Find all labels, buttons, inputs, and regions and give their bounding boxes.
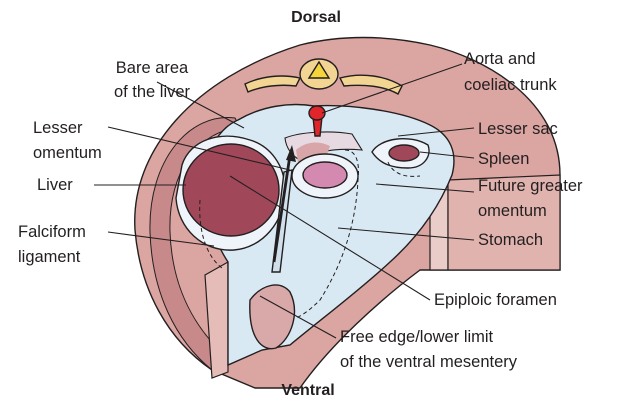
falciform-label-line2: ligament [18,248,81,266]
lesser-sac-label: Lesser sac [478,120,558,138]
future-greater-omentum-label-line2: omentum [478,202,547,220]
spleen [389,145,419,161]
lesser-omentum-label: Lesser [33,119,83,137]
bare-area-label: Bare area [116,59,189,77]
free-edge-label: Free edge/lower limit [340,328,494,346]
dorsal-label: Dorsal [291,9,341,26]
epiploic-foramen-label: Epiploic foramen [434,291,557,309]
free-edge-label-line2: of the ventral mesentery [340,353,518,371]
future-greater-omentum-label: Future greater [478,177,583,195]
lesser-omentum-label-line2: omentum [33,144,102,162]
bare-area-label-line2: of the liver [114,83,191,101]
spleen-label: Spleen [478,150,529,168]
liver [183,144,279,236]
stomach [303,162,347,188]
aorta-label: Aorta and [464,50,536,68]
falciform-label: Falciform [18,223,86,241]
stomach-label: Stomach [478,231,543,249]
liver-label: Liver [37,176,73,194]
aorta-label-line2: coeliac trunk [464,76,557,94]
ventral-label: Ventral [281,382,334,399]
